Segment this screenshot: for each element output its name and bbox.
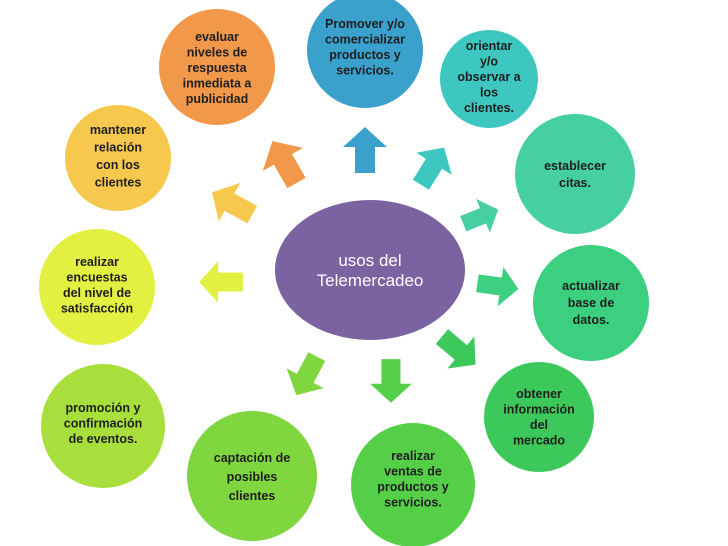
node-label-line: obtener — [516, 387, 562, 401]
node-label-line: citas. — [559, 176, 591, 190]
arrow-mantener — [212, 182, 258, 224]
node-circle — [65, 105, 171, 211]
node-label-line: clientes — [95, 176, 142, 190]
node-label: actualizar base de datos. — [562, 279, 620, 327]
node-label-line: con los — [96, 158, 140, 172]
node-circle — [39, 229, 155, 345]
node-label-line: captación de — [214, 451, 290, 465]
node-label-line: relación — [94, 141, 142, 155]
node-label-line: de eventos. — [69, 432, 138, 446]
node-label-line: mantener — [90, 123, 146, 137]
node-actualizar: actualizar base de datos. — [533, 245, 649, 361]
node-mantener: mantener relación con los clientes — [65, 105, 171, 211]
node-label-line: los — [480, 86, 498, 100]
node-label: establecer citas. — [544, 159, 606, 190]
node-label-line: mercado — [513, 434, 565, 448]
node-label-line: y/o — [480, 55, 498, 69]
center-ellipse — [275, 200, 465, 340]
node-label-line: observar a — [457, 70, 521, 84]
node-label: mantener relación con los clientes — [90, 123, 146, 190]
node-label-line: del — [530, 418, 548, 432]
arrow-evaluar — [262, 141, 306, 189]
node-label-line: servicios. — [336, 64, 394, 78]
node-label-line: realizar — [75, 255, 119, 269]
node-label: captación de posibles clientes — [214, 451, 290, 503]
node-circle — [187, 411, 317, 541]
node-label-line: respuesta — [187, 61, 247, 75]
node-label-line: productos y — [377, 480, 449, 494]
node-label-line: posibles — [227, 470, 278, 484]
arrow-realizar-ventas — [370, 359, 412, 403]
node-label-line: promoción y — [65, 401, 140, 415]
node-label-line: clientes — [229, 489, 276, 503]
node-circle — [515, 114, 635, 234]
node-label-line: orientar — [466, 39, 513, 53]
node-circle — [533, 245, 649, 361]
node-label-line: establecer — [544, 159, 606, 173]
arrow-encuestas — [199, 261, 243, 303]
arrows-layer — [199, 127, 519, 403]
node-label-line: Promover y/o — [325, 17, 405, 31]
arrow-obtener — [435, 329, 476, 369]
arrow-promover — [343, 127, 387, 173]
center-label-line: usos del — [338, 251, 401, 270]
node-label-line: ventas de — [384, 465, 442, 479]
node-label-line: datos. — [573, 313, 610, 327]
node-label-line: actualizar — [562, 279, 620, 293]
node-captacion: captación de posibles clientes — [187, 411, 317, 541]
node-label-line: servicios. — [384, 496, 442, 510]
node-establecer: establecer citas. — [515, 114, 635, 234]
node-label-line: evaluar — [195, 30, 239, 44]
center-label-line: Telemercadeo — [317, 271, 424, 290]
node-circle — [159, 9, 275, 125]
node-label-line: confirmación — [64, 417, 143, 431]
node-label-line: clientes. — [464, 101, 514, 115]
node-label-line: información — [503, 403, 575, 417]
node-circle — [484, 362, 594, 472]
node-label-line: del nivel de — [63, 286, 131, 300]
arrow-establecer — [460, 199, 499, 233]
arrow-orientar — [412, 147, 452, 190]
node-circle — [41, 364, 165, 488]
node-label-line: realizar — [391, 449, 435, 463]
node-label-line: base de — [568, 296, 615, 310]
arrow-captacion — [286, 352, 326, 396]
node-label-line: encuestas — [66, 271, 127, 285]
node-label-line: inmediata a — [183, 77, 253, 91]
node-label-line: publicidad — [186, 92, 249, 106]
node-label-line: satisfacción — [61, 302, 133, 316]
node-label-line: productos y — [329, 48, 401, 62]
node-circle — [440, 30, 538, 128]
node-circle — [351, 423, 475, 546]
arrow-actualizar — [476, 266, 519, 307]
node-label-line: niveles de — [187, 46, 247, 60]
node-label-line: comercializar — [325, 33, 405, 47]
node-circle — [307, 0, 423, 108]
